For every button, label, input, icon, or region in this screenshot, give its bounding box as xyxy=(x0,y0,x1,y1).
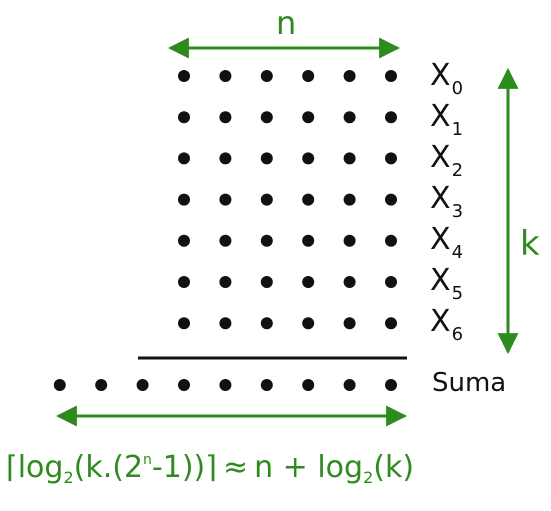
dot-grid xyxy=(178,70,397,330)
grid-dot xyxy=(219,193,232,206)
sum-dot xyxy=(53,379,66,391)
formula-exponent: n xyxy=(143,452,152,468)
sum-dot xyxy=(178,379,190,391)
formula-log: log xyxy=(17,450,64,485)
sum-label: Suma xyxy=(432,368,507,398)
row-label-x0: X0 xyxy=(430,58,464,99)
formula-arg-close: -1)) xyxy=(151,450,206,485)
formula-right-ceil: ⌉ xyxy=(205,450,217,485)
grid-dot xyxy=(302,70,315,82)
formula-left-ceil: ⌈ xyxy=(6,450,18,485)
grid-dot xyxy=(302,111,315,124)
grid-dot xyxy=(260,276,273,288)
formula-rhs-arg: (k) xyxy=(373,450,415,485)
grid-dot xyxy=(343,276,356,288)
row-label-x3: X3 xyxy=(430,181,464,222)
sum-dot-row xyxy=(53,379,397,391)
grid-dot xyxy=(260,234,273,247)
sum-dot xyxy=(219,379,232,391)
grid-dot xyxy=(302,193,315,206)
sum-dot xyxy=(95,379,108,391)
row-label-x5: X5 xyxy=(430,263,464,304)
grid-dot xyxy=(343,152,356,165)
row-label-x4: X4 xyxy=(430,222,464,263)
grid-dot xyxy=(343,193,356,206)
formula-arg-open: (k.(2 xyxy=(73,450,144,485)
grid-dot xyxy=(178,234,190,247)
row-label-x6: X6 xyxy=(430,304,464,345)
formula-log-base: 2 xyxy=(63,468,74,487)
grid-dot xyxy=(219,234,232,247)
row-label-x2: X2 xyxy=(430,140,464,181)
sum-dot xyxy=(343,379,356,391)
grid-dot xyxy=(343,234,356,247)
formula-rhs-log-base: 2 xyxy=(363,468,374,487)
sum-dot xyxy=(136,379,149,391)
grid-dot xyxy=(178,152,190,165)
grid-dot xyxy=(385,193,397,206)
grid-dot xyxy=(385,276,397,288)
formula: ⌈log2(k.(2n-1))⌉≈n + log2(k) xyxy=(6,448,414,493)
grid-dot xyxy=(178,317,190,330)
grid-dot xyxy=(302,234,315,247)
sum-dot xyxy=(302,379,315,391)
grid-dot xyxy=(302,317,315,330)
grid-dot xyxy=(302,276,315,288)
grid-dot xyxy=(178,276,190,288)
sum-dot xyxy=(385,379,397,391)
grid-dot xyxy=(385,111,397,124)
formula-rhs-log: log xyxy=(317,450,364,485)
grid-dot xyxy=(260,152,273,165)
grid-dot xyxy=(260,317,273,330)
grid-dot xyxy=(385,234,397,247)
grid-dot xyxy=(219,111,232,124)
grid-dot xyxy=(302,152,315,165)
grid-dot xyxy=(260,193,273,206)
grid-dot xyxy=(385,152,397,165)
grid-dot xyxy=(260,70,273,82)
grid-dot xyxy=(385,70,397,82)
grid-dot xyxy=(219,152,232,165)
grid-dot xyxy=(178,70,190,82)
grid-dot xyxy=(178,111,190,124)
formula-approx: ≈ xyxy=(222,450,249,485)
grid-dot xyxy=(343,317,356,330)
formula-rhs-n: n + xyxy=(254,450,318,485)
grid-dot xyxy=(219,70,232,82)
grid-dot xyxy=(219,317,232,330)
grid-dot xyxy=(343,70,356,82)
k-label: k xyxy=(520,224,540,264)
grid-dot xyxy=(343,111,356,124)
grid-dot xyxy=(385,317,397,330)
grid-dot xyxy=(178,193,190,206)
row-label-x1: X1 xyxy=(430,99,464,140)
n-label: n xyxy=(276,4,297,42)
sum-dot xyxy=(260,379,273,391)
grid-dot xyxy=(260,111,273,124)
grid-dot xyxy=(219,276,232,288)
